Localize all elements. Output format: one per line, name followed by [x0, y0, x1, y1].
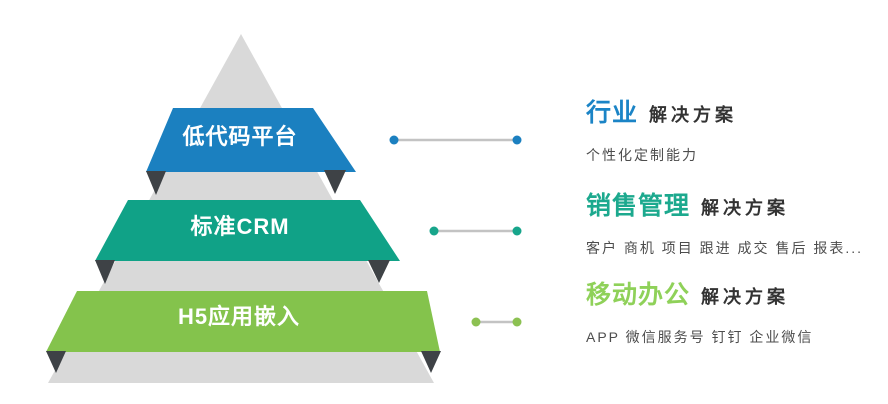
section-industry: 行业 解决方案 个性化定制能力: [586, 98, 737, 164]
pyramid-level-middle-label: 标准CRM: [190, 214, 290, 239]
pyramid-level-bottom-band: [46, 291, 440, 352]
section-industry-subtitle: 个性化定制能力: [586, 147, 698, 163]
section-sales-management-subtitle: 客户 商机 项目 跟进 成交 售后 报表...: [586, 240, 864, 256]
fold-top-right-icon: [324, 170, 346, 194]
connector-dot-middle-right: [512, 226, 522, 236]
section-industry-header: 行业 解决方案: [586, 98, 737, 128]
connector-dot-top-right: [512, 135, 522, 145]
pyramid-level-top-label: 低代码平台: [182, 124, 298, 149]
section-mobile-office-suffix: 解决方案: [701, 287, 790, 307]
connector-dot-bottom-left: [471, 317, 481, 327]
pyramid-level-middle-band: [95, 200, 400, 261]
fold-bottom-left-icon: [46, 351, 66, 373]
fold-middle-right-icon: [368, 260, 390, 283]
fold-bottom-right-icon: [421, 351, 441, 373]
section-industry-title: 行业: [586, 99, 639, 127]
section-mobile-office-title: 移动办公: [586, 281, 691, 309]
section-industry-suffix: 解决方案: [649, 105, 738, 125]
connector-dot-bottom-right: [512, 317, 522, 327]
connector-dot-top-left: [389, 135, 399, 145]
pyramid-level-top-band: [146, 108, 356, 172]
section-sales-management-title: 销售管理: [586, 192, 691, 220]
section-sales-management-header: 销售管理 解决方案: [586, 191, 863, 221]
connector-dot-middle-left: [429, 226, 439, 236]
section-sales-management-suffix: 解决方案: [701, 198, 790, 218]
pyramid-level-bottom-label: H5应用嵌入: [177, 304, 301, 329]
fold-top-left-icon: [146, 171, 166, 195]
section-mobile-office-header: 移动办公 解决方案: [586, 280, 813, 310]
section-mobile-office: 移动办公 解决方案 APP 微信服务号 钉钉 企业微信: [586, 280, 813, 346]
section-mobile-office-subtitle: APP 微信服务号 钉钉 企业微信: [586, 329, 814, 345]
section-sales-management: 销售管理 解决方案 客户 商机 项目 跟进 成交 售后 报表...: [586, 191, 863, 257]
fold-middle-left-icon: [95, 260, 115, 284]
